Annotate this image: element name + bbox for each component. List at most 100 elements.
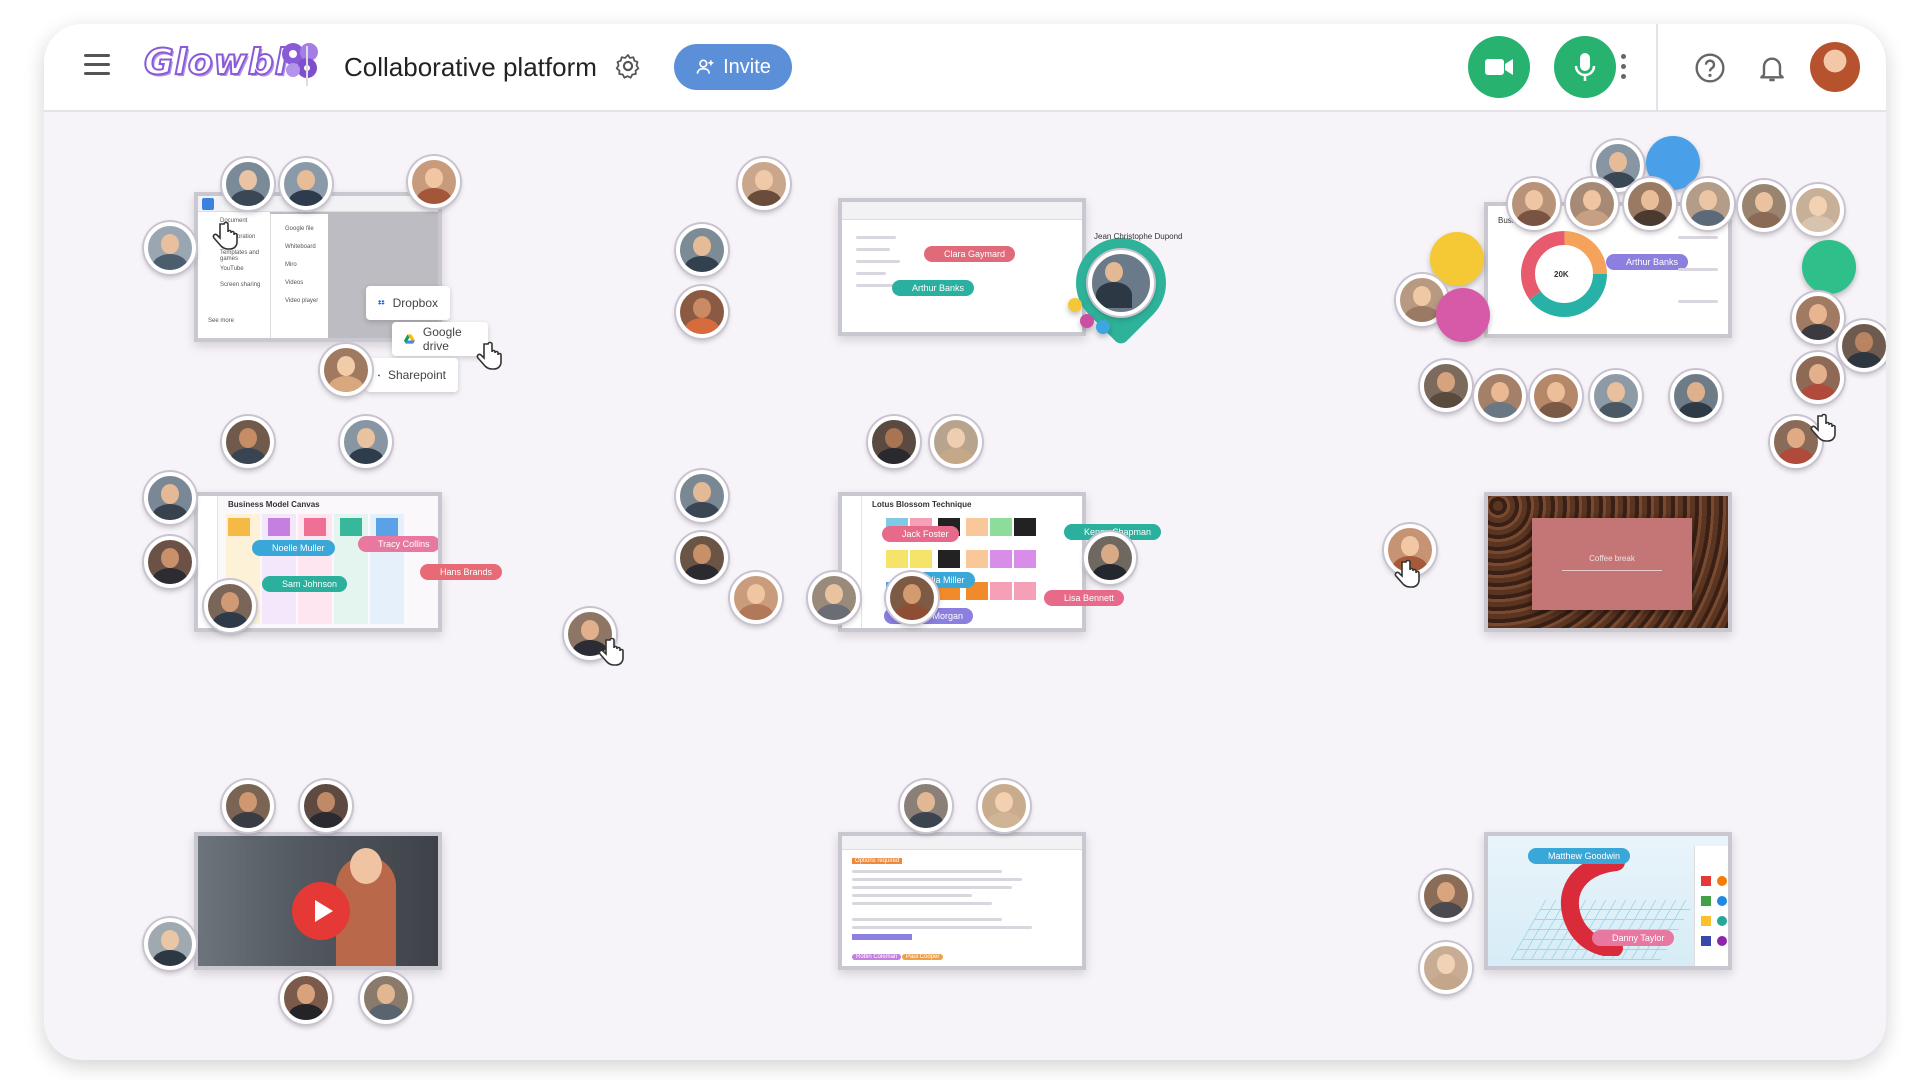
camera-button[interactable] (1468, 36, 1530, 98)
menu-item[interactable]: See more (208, 318, 235, 324)
submenu-item[interactable]: Videos (285, 280, 304, 286)
participant-avatar[interactable] (1474, 370, 1526, 422)
participant-avatar[interactable] (978, 780, 1030, 832)
sticky-note[interactable] (938, 550, 960, 568)
gear-icon[interactable] (614, 52, 642, 80)
laughing-emoji-icon[interactable] (1802, 240, 1856, 294)
participant-avatar[interactable] (1738, 180, 1790, 232)
sticky-note[interactable] (1014, 582, 1036, 600)
sticky-note[interactable] (228, 518, 250, 536)
sticky-note[interactable] (966, 550, 988, 568)
add-icon[interactable] (202, 198, 214, 210)
invite-button[interactable]: Invite (674, 44, 792, 90)
submenu-item[interactable]: Video player (285, 298, 319, 304)
sticky-note[interactable] (990, 582, 1012, 600)
participant-avatar[interactable] (900, 780, 952, 832)
participant-avatar[interactable] (930, 416, 982, 468)
participant-avatar[interactable] (222, 158, 274, 210)
reaction-emoji-icon[interactable] (1080, 314, 1094, 328)
user-avatar[interactable] (1810, 42, 1860, 92)
participant-avatar[interactable] (1420, 360, 1472, 412)
participant-avatar[interactable] (144, 918, 196, 970)
sticky-note[interactable] (1014, 518, 1036, 536)
participant-avatar[interactable] (676, 224, 728, 276)
participant-avatar[interactable] (1792, 184, 1844, 236)
bell-icon[interactable] (1756, 52, 1788, 84)
sticky-note[interactable] (886, 550, 908, 568)
active-speaker-avatar[interactable] (1088, 250, 1154, 316)
participant-avatar[interactable] (1084, 532, 1136, 584)
play-button[interactable] (292, 882, 350, 940)
sticky-note[interactable] (990, 518, 1012, 536)
participant-avatar[interactable] (1590, 370, 1642, 422)
participant-avatar[interactable] (738, 158, 790, 210)
participant-avatar[interactable] (280, 158, 332, 210)
help-icon[interactable] (1694, 52, 1726, 84)
participant-avatar[interactable] (1384, 524, 1436, 576)
palette-shape[interactable] (1717, 916, 1727, 926)
participant-avatar[interactable] (730, 572, 782, 624)
participant-avatar[interactable] (1670, 370, 1722, 422)
palette-shape[interactable] (1701, 936, 1711, 946)
silly-emoji-icon[interactable] (1436, 288, 1490, 342)
microphone-button[interactable] (1554, 36, 1616, 98)
participant-avatar[interactable] (1792, 292, 1844, 344)
participant-avatar[interactable] (204, 580, 256, 632)
participant-avatar[interactable] (868, 416, 920, 468)
participant-avatar[interactable] (222, 780, 274, 832)
participant-avatar[interactable] (144, 536, 196, 588)
participant-avatar[interactable] (144, 472, 196, 524)
text-document-board[interactable]: Options required Robin Coleman Paul Coop… (838, 832, 1086, 970)
storage-option[interactable]: Dropbox (366, 286, 450, 320)
participant-avatar[interactable] (222, 416, 274, 468)
participant-avatar[interactable] (1530, 370, 1582, 422)
participant-avatar[interactable] (1420, 870, 1472, 922)
participant-avatar[interactable] (886, 572, 938, 624)
participant-avatar[interactable] (144, 222, 196, 274)
participant-avatar[interactable] (564, 608, 616, 660)
sticky-note[interactable] (304, 518, 326, 536)
participant-avatar[interactable] (676, 532, 728, 584)
submenu-item[interactable]: Google file (285, 226, 314, 232)
reaction-emoji-icon[interactable] (1096, 320, 1110, 334)
menu-item[interactable]: YouTube (220, 266, 244, 272)
business-model-canvas-board[interactable]: Business Model Canvas Noelle Muller Trac… (194, 492, 442, 632)
reaction-emoji-icon[interactable] (1068, 298, 1082, 312)
thinking-emoji-icon[interactable] (1430, 232, 1484, 286)
sticky-note[interactable] (990, 550, 1012, 568)
lotus-blossom-board[interactable]: Lotus Blossom Technique Jack Foster Juli… (838, 492, 1086, 632)
participant-avatar[interactable] (676, 286, 728, 338)
submenu-item[interactable]: Whiteboard (285, 244, 316, 250)
submenu-item[interactable]: Miro (285, 262, 297, 268)
menu-item[interactable]: Templates and games (220, 250, 260, 262)
participant-avatar[interactable] (1566, 178, 1618, 230)
palette-shape[interactable] (1717, 896, 1727, 906)
sticky-note[interactable] (376, 518, 398, 536)
participant-avatar[interactable] (340, 416, 392, 468)
participant-avatar[interactable] (1792, 352, 1844, 404)
menu-item[interactable]: Document (220, 218, 248, 224)
palette-shape[interactable] (1701, 876, 1711, 886)
participant-avatar[interactable] (1682, 178, 1734, 230)
storage-option[interactable]: Sharepoint (366, 358, 458, 392)
3d-model-board[interactable]: Matthew Goodwin Danny Taylor (1484, 832, 1732, 970)
more-options-icon[interactable] (1618, 54, 1628, 84)
hamburger-menu-icon[interactable] (84, 54, 110, 76)
coffee-break-board[interactable]: Coffee break (1484, 492, 1732, 632)
participant-avatar[interactable] (1770, 416, 1822, 468)
participant-avatar[interactable] (300, 780, 352, 832)
sticky-note[interactable] (966, 518, 988, 536)
participant-avatar[interactable] (320, 344, 372, 396)
participant-avatar[interactable] (408, 156, 460, 208)
participant-avatar[interactable] (676, 470, 728, 522)
palette-shape[interactable] (1717, 876, 1727, 886)
sticky-note[interactable] (268, 518, 290, 536)
participant-avatar[interactable] (280, 972, 332, 1024)
palette-shape[interactable] (1717, 936, 1727, 946)
participant-avatar[interactable] (1420, 942, 1472, 994)
sticky-note[interactable] (1014, 550, 1036, 568)
storage-option[interactable]: Google drive (392, 322, 488, 356)
participant-avatar[interactable] (1624, 178, 1676, 230)
sticky-note[interactable] (910, 550, 932, 568)
palette-shape[interactable] (1701, 896, 1711, 906)
